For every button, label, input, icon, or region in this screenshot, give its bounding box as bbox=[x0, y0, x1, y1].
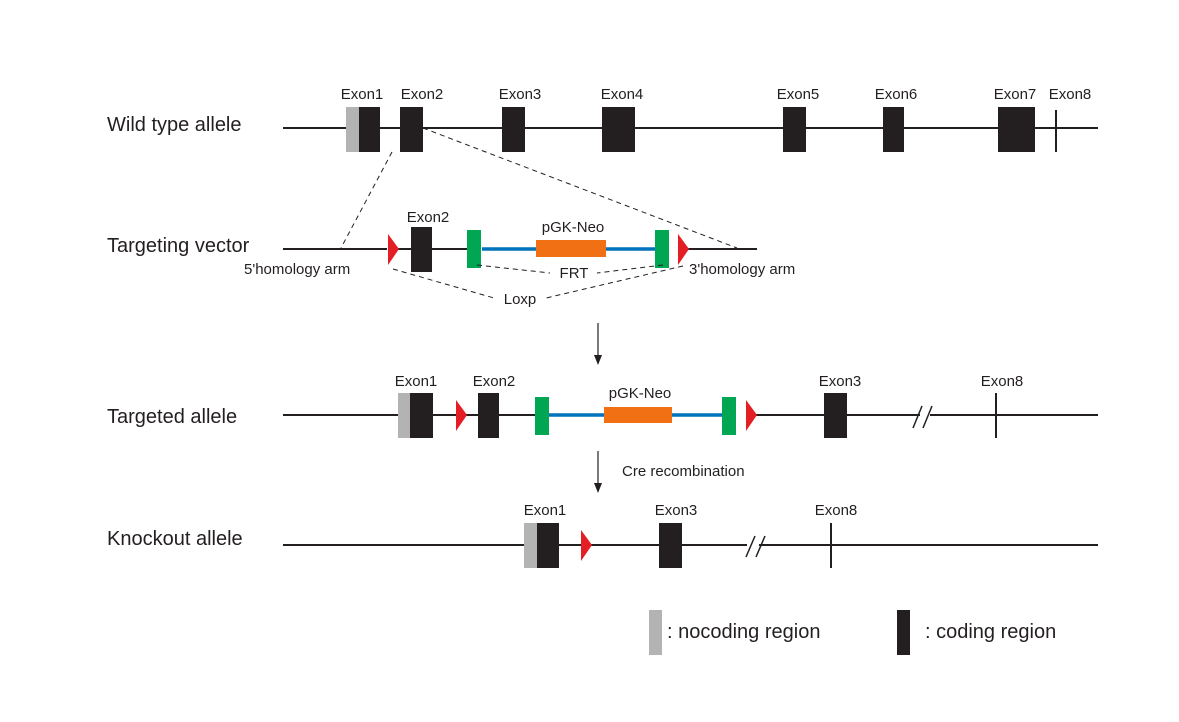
exon5-block bbox=[783, 107, 806, 152]
knockout-exon3-label: Exon3 bbox=[655, 502, 698, 519]
vector-pgk-neo-label: pGK-Neo bbox=[542, 219, 605, 236]
legend: : nocoding region : coding region bbox=[649, 610, 1056, 655]
wild-type-allele-label: Wild type allele bbox=[107, 114, 242, 136]
targeted-loxp-left bbox=[456, 400, 467, 431]
vector-frt-right bbox=[655, 230, 669, 268]
cre-recombination-label: Cre recombination bbox=[622, 463, 745, 480]
knockout-break-mark bbox=[745, 535, 766, 558]
legend-coding-label: : coding region bbox=[925, 621, 1056, 643]
wild-type-allele-row: Wild type allele Exon1 Exon2 Exon3 Exon4… bbox=[107, 86, 1098, 152]
exon1-coding-region bbox=[359, 107, 380, 152]
targeting-vector-row: Targeting vector Exon2 pGK-Neo FRT Loxp … bbox=[107, 209, 795, 308]
exon7-block bbox=[998, 107, 1035, 152]
exon8-label: Exon8 bbox=[1049, 86, 1092, 103]
legend-coding-swatch bbox=[897, 610, 910, 655]
legend-noncoding-swatch bbox=[649, 610, 662, 655]
targeted-exon3-block bbox=[824, 393, 847, 438]
knockout-allele-row: Knockout allele Exon1 Exon3 Exon8 bbox=[107, 502, 1098, 568]
arrow-to-knockout bbox=[594, 451, 602, 493]
exon6-label: Exon6 bbox=[875, 86, 918, 103]
targeted-pgk-neo-cassette bbox=[604, 407, 672, 423]
exon6-block bbox=[883, 107, 904, 152]
targeted-loxp-right bbox=[746, 400, 757, 431]
knockout-loxp bbox=[581, 530, 592, 561]
vector-exon2-label: Exon2 bbox=[407, 209, 450, 226]
targeted-exon1-coding bbox=[410, 393, 433, 438]
targeted-exon3-label: Exon3 bbox=[819, 373, 862, 390]
knockout-exon1-label: Exon1 bbox=[524, 502, 567, 519]
knockout-exon1-noncoding bbox=[524, 523, 537, 568]
frt-guide-right bbox=[596, 264, 664, 274]
homology-5-guide-line bbox=[340, 151, 393, 249]
frt-label: FRT bbox=[560, 265, 589, 282]
legend-noncoding-label: : nocoding region bbox=[667, 621, 820, 643]
targeted-frt-left bbox=[535, 397, 549, 435]
targeted-exon1-noncoding bbox=[398, 393, 410, 438]
exon1-noncoding-region bbox=[346, 107, 359, 152]
exon3-label: Exon3 bbox=[499, 86, 542, 103]
exon5-label: Exon5 bbox=[777, 86, 820, 103]
targeted-pgk-neo-label: pGK-Neo bbox=[609, 385, 672, 402]
knockout-exon8-label: Exon8 bbox=[815, 502, 858, 519]
loxp-guide-left bbox=[392, 268, 495, 299]
exon3-block bbox=[502, 107, 525, 152]
knockout-exon3-block bbox=[659, 523, 682, 568]
exon1-label: Exon1 bbox=[341, 86, 384, 103]
exon7-label: Exon7 bbox=[994, 86, 1037, 103]
loxp-guide-right bbox=[545, 265, 684, 299]
vector-loxp-left bbox=[388, 234, 399, 265]
frt-guide-left bbox=[476, 264, 551, 274]
targeted-exon8-label: Exon8 bbox=[981, 373, 1024, 390]
targeted-allele-label: Targeted allele bbox=[107, 406, 237, 428]
vector-frt-left bbox=[467, 230, 481, 268]
targeted-exon1-label: Exon1 bbox=[395, 373, 438, 390]
exon2-label: Exon2 bbox=[401, 86, 444, 103]
exon4-label: Exon4 bbox=[601, 86, 644, 103]
targeting-vector-label: Targeting vector bbox=[107, 235, 250, 257]
targeted-exon2-label: Exon2 bbox=[473, 373, 516, 390]
exon2-block bbox=[400, 107, 423, 152]
homology-arm-3-label: 3'homology arm bbox=[689, 261, 795, 278]
exon4-block bbox=[602, 107, 635, 152]
targeted-allele-row: Targeted allele Exon1 Exon2 pGK-Neo Exon… bbox=[107, 373, 1098, 438]
vector-pgk-neo-cassette bbox=[536, 240, 606, 257]
homology-3-guide-line bbox=[422, 127, 738, 249]
knockout-allele-label: Knockout allele bbox=[107, 528, 243, 550]
knockout-exon1-coding bbox=[537, 523, 559, 568]
vector-exon2-block bbox=[411, 227, 432, 272]
vector-loxp-right bbox=[678, 234, 689, 265]
arrow-to-targeted bbox=[594, 323, 602, 365]
homology-arm-5-label: 5'homology arm bbox=[244, 261, 350, 278]
targeted-frt-right bbox=[722, 397, 736, 435]
targeted-exon2-block bbox=[478, 393, 499, 438]
targeted-break-mark bbox=[912, 405, 933, 429]
loxp-label: Loxp bbox=[504, 291, 537, 308]
